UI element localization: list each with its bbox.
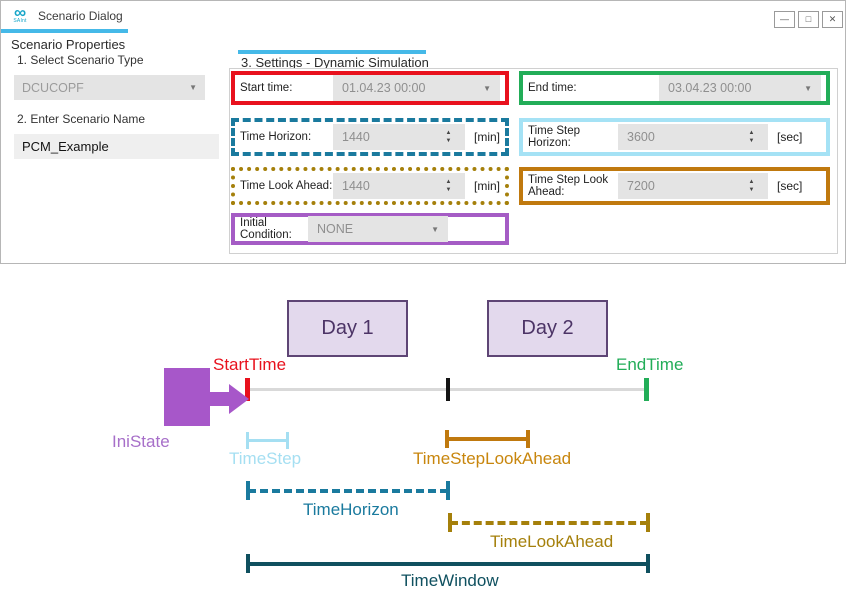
timestep-label: TimeStep [229,449,302,468]
inistate-label: IniState [112,432,170,451]
spin-up-icon[interactable]: ▲ [748,130,755,136]
select-scenario-type-label: 1. Select Scenario Type [17,53,144,67]
end-time-dropdown[interactable]: 03.04.23 00:00 ▼ [659,75,821,101]
chevron-down-icon: ▼ [804,83,812,93]
scenario-name-value: PCM_Example [22,139,109,154]
spin-up-icon[interactable]: ▲ [748,179,755,185]
time-step-look-ahead-spinner[interactable]: 7200 ▲ ▼ [618,173,768,199]
start-time-value: 01.04.23 00:00 [342,81,426,95]
starttime-label: StartTime [213,355,287,374]
chevron-down-icon: ▼ [189,83,197,92]
timestep-bracket [246,432,289,449]
maximize-icon: □ [805,14,812,24]
chevron-down-icon: ▼ [431,224,439,234]
maximize-button[interactable]: □ [798,11,819,28]
spin-down-icon[interactable]: ▼ [748,138,755,144]
inistate-block [164,368,210,426]
timesteplookahead-bracket [445,430,530,448]
end-tick [644,378,649,401]
day1-box: Day 1 [287,300,408,357]
enter-scenario-name-label: 2. Enter Scenario Name [17,112,146,126]
scenario-name-input[interactable]: PCM_Example [14,134,219,159]
close-button[interactable]: ✕ [822,11,843,28]
settings-tab-indicator [238,50,426,54]
active-tab-indicator [1,29,128,33]
start-time-dropdown[interactable]: 01.04.23 00:00 ▼ [333,75,500,101]
inistate-arrow-shaft [203,392,229,406]
spin-down-icon[interactable]: ▼ [748,187,755,193]
time-horizon-value: 1440 [342,130,370,144]
time-step-horizon-label: Time Step Horizon: [528,125,580,149]
time-step-horizon-spinner[interactable]: 3600 ▲ ▼ [618,124,768,150]
time-step-horizon-value: 3600 [627,130,655,144]
chevron-down-icon: ▼ [483,83,491,93]
minimize-icon: — [780,14,789,24]
window-title: Scenario Dialog [38,9,123,23]
close-icon: ✕ [828,14,837,24]
scenario-type-value: DCUCOPF [22,80,84,95]
inistate-arrow-icon [229,384,249,414]
scenario-dialog-window: ∞ SAInt Scenario Dialog — □ ✕ Scenario P… [0,0,846,264]
time-step-horizon-unit: [sec] [777,130,803,144]
start-time-group: Start time: 01.04.23 00:00 ▼ [231,71,509,105]
time-look-ahead-label: Time Look Ahead: [240,180,333,192]
timehorizon-bracket [246,481,450,500]
time-step-horizon-group: Time Step Horizon: 3600 ▲ ▼ [sec] [519,118,830,156]
initial-condition-group: Initial Condition: NONE ▼ [231,213,509,245]
spin-up-icon[interactable]: ▲ [445,130,452,136]
day2-box: Day 2 [487,300,608,357]
time-look-ahead-value: 1440 [342,179,370,193]
time-step-look-ahead-group: Time Step Look Ahead: 7200 ▲ ▼ [sec] [519,167,830,205]
timehorizon-label: TimeHorizon [303,500,399,519]
timewindow-bracket [246,554,650,573]
time-look-ahead-spinner[interactable]: 1440 ▲ ▼ [333,173,465,199]
time-look-ahead-unit: [min] [473,179,500,193]
initial-condition-dropdown[interactable]: NONE ▼ [308,216,448,242]
title-bar: ∞ SAInt Scenario Dialog — □ ✕ [1,1,845,29]
day1-label: Day 1 [321,317,374,339]
timelookahead-bracket [448,513,650,532]
spin-down-icon[interactable]: ▼ [445,187,452,193]
time-horizon-unit: [min] [473,130,500,144]
app-logo-icon: ∞ SAInt [8,3,32,27]
start-time-label: Start time: [240,82,293,94]
infinity-logo-glyph: ∞ [13,3,27,22]
time-horizon-label: Time Horizon: [240,131,312,143]
timesteplookahead-label: TimeStepLookAhead [413,449,572,468]
spinner-arrows: ▲ ▼ [441,179,456,193]
logo-text: SAInt [13,18,27,24]
initial-condition-label: Initial Condition: [240,217,292,241]
spinner-arrows: ▲ ▼ [441,130,456,144]
end-time-value: 03.04.23 00:00 [668,81,752,95]
time-step-look-ahead-value: 7200 [627,179,655,193]
scenario-properties-title: Scenario Properties [11,37,126,52]
minimize-button[interactable]: — [774,11,795,28]
time-horizon-group: Time Horizon: 1440 ▲ ▼ [min] [231,118,509,156]
spin-down-icon[interactable]: ▼ [445,138,452,144]
initial-condition-value: NONE [317,222,354,236]
timelookahead-label: TimeLookAhead [490,532,614,551]
window-controls: — □ ✕ [774,11,843,28]
midnight-tick [446,378,450,401]
time-step-look-ahead-label: Time Step Look Ahead: [528,174,609,198]
spinner-arrows: ▲ ▼ [744,130,759,144]
time-look-ahead-group: Time Look Ahead: 1440 ▲ ▼ [min] [231,167,509,205]
timewindow-label: TimeWindow [401,571,499,590]
day2-label: Day 2 [521,317,574,339]
time-horizon-spinner[interactable]: 1440 ▲ ▼ [333,124,465,150]
spin-up-icon[interactable]: ▲ [445,179,452,185]
spinner-arrows: ▲ ▼ [744,179,759,193]
end-time-group: End time: 03.04.23 00:00 ▼ [519,71,830,105]
settings-header: 3. Settings - Dynamic Simulation [241,55,429,70]
end-time-label: End time: [528,82,577,94]
scenario-type-dropdown[interactable]: DCUCOPF ▼ [14,75,205,100]
endtime-label: EndTime [616,355,684,374]
time-step-look-ahead-unit: [sec] [777,179,803,193]
